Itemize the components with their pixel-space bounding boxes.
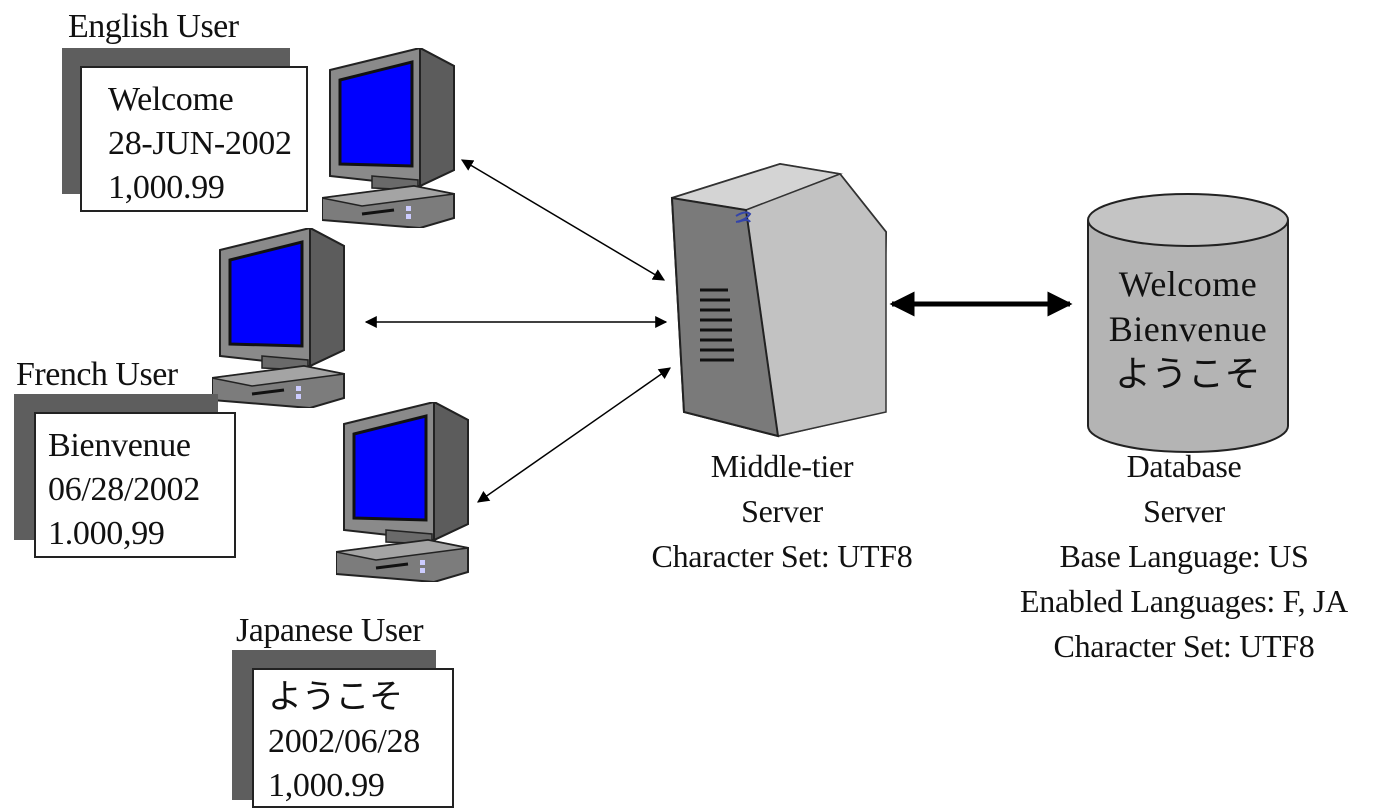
japanese-user-title: Japanese User [236, 612, 424, 649]
japanese-date: 2002/06/28 [268, 723, 420, 760]
database-base-language: Base Language: US [1059, 538, 1309, 574]
database-cylinder-text: Welcome Bienvenue ようこそ [1088, 262, 1288, 397]
french-number: 1.000,99 [48, 515, 165, 552]
english-date: 28-JUN-2002 [108, 125, 292, 162]
middle-tier-subtitle: Server [741, 493, 823, 529]
database-charset: Character Set: UTF8 [1053, 628, 1315, 664]
db-bienvenue: Bienvenue [1108, 309, 1268, 349]
french-greeting: Bienvenue [48, 427, 191, 464]
japanese-number: 1,000.99 [268, 767, 385, 804]
computer-icon-japanese [336, 402, 470, 582]
french-user-card: Bienvenue 06/28/2002 1.000,99 [34, 412, 236, 558]
english-number: 1,000.99 [108, 169, 225, 206]
english-user-title: English User [68, 8, 239, 45]
database-title: Database [1126, 448, 1242, 484]
japanese-greeting: ようこそ [268, 679, 403, 716]
japanese-user-card: ようこそ 2002/06/28 1,000.99 [252, 668, 454, 808]
middle-tier-title: Middle-tier [710, 448, 854, 484]
middle-tier-charset: Character Set: UTF8 [651, 538, 913, 574]
computer-icon-english [322, 48, 456, 228]
database-subtitle: Server [1143, 493, 1225, 529]
server-tower-icon [670, 162, 888, 438]
french-date: 06/28/2002 [48, 471, 200, 508]
english-user-card: Welcome 28-JUN-2002 1,000.99 [80, 66, 308, 212]
middle-tier-caption: Middle-tier Server Character Set: UTF8 [620, 444, 944, 579]
arrow-japanese-to-server [477, 367, 671, 503]
french-user-title: French User [16, 356, 178, 393]
db-welcome: Welcome [1118, 264, 1258, 304]
db-youkoso: ようこそ [1114, 354, 1261, 394]
database-enabled-languages: Enabled Languages: F, JA [1020, 583, 1348, 619]
english-greeting: Welcome [108, 81, 234, 118]
arrow-english-to-server [460, 159, 666, 281]
database-cylinder-icon [1087, 193, 1289, 453]
database-caption: Database Server Base Language: US Enable… [984, 444, 1384, 669]
computer-icon-french [212, 228, 346, 408]
